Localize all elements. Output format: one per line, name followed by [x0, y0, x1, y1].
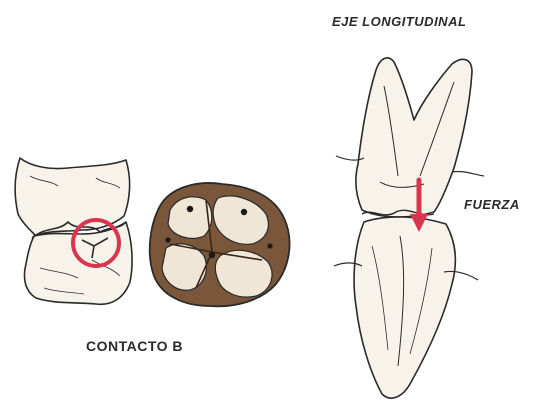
force-label: FUERZA	[464, 197, 520, 212]
occlusal-molar-view	[150, 183, 290, 306]
contact-label: CONTACTO B	[86, 338, 183, 354]
longitudinal-section-view	[334, 58, 484, 398]
axis-label: EJE LONGITUDINAL	[332, 14, 466, 29]
